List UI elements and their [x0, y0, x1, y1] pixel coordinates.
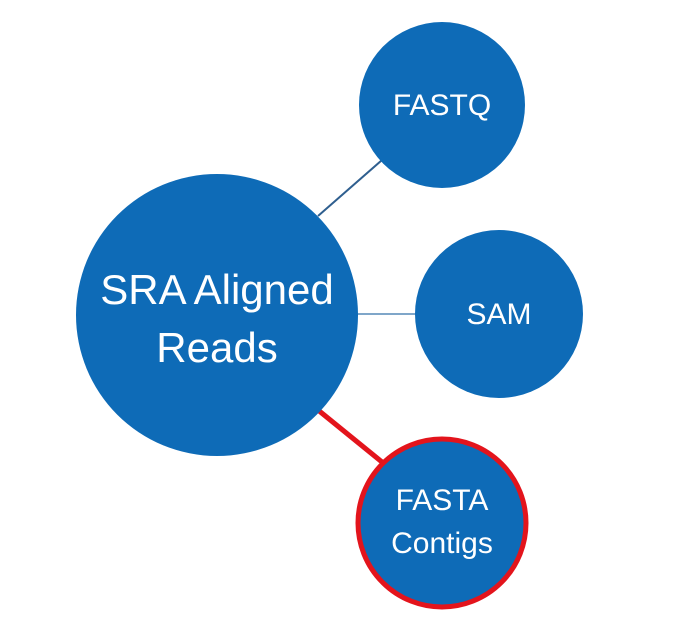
center-node-circle: [76, 174, 358, 456]
center-node-sra-aligned-reads: SRA Aligned Reads: [76, 174, 358, 456]
center-node-label-line1: SRA Aligned: [100, 266, 334, 313]
node-fasta-label-line1: FASTA: [396, 484, 489, 517]
node-fastq-label: FASTQ: [393, 89, 491, 122]
node-fastq: FASTQ: [359, 22, 525, 188]
node-fasta-circle: [355, 436, 529, 610]
node-sam: SAM: [415, 230, 583, 398]
center-node-label-line2: Reads: [156, 324, 277, 371]
connector-fasta-highlighted: [316, 408, 384, 464]
connector-fastq: [317, 159, 383, 217]
node-sam-circle: [415, 230, 583, 398]
node-fasta-contigs: FASTA Contigs: [355, 436, 529, 610]
node-fastq-circle: [359, 22, 525, 188]
node-sam-label: SAM: [466, 298, 531, 331]
node-fasta-label-line2: Contigs: [391, 527, 493, 560]
